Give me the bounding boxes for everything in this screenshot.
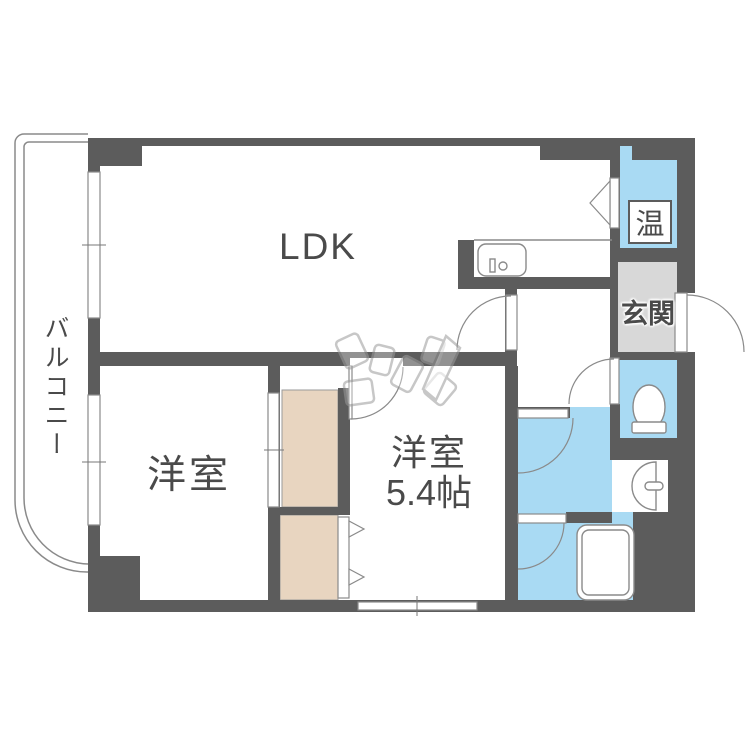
wall-top (88, 138, 695, 146)
bedroom1-label: 洋室 (146, 454, 231, 497)
closet-2 (279, 514, 339, 601)
watermark-logo (334, 332, 462, 407)
door-leaf (609, 177, 620, 229)
bathtub-inner (581, 529, 630, 596)
sliding-window (87, 394, 101, 526)
door-swings (350, 294, 745, 570)
wall-bath-top-a (505, 512, 518, 523)
bedroom2-size-label: 5.4帖 (385, 472, 473, 513)
door-swing-arc (686, 294, 745, 353)
door-swing-arc (517, 417, 574, 474)
washroom (517, 407, 612, 512)
door-leaf (505, 294, 518, 351)
door-leaf (348, 365, 353, 420)
sink-basin (477, 243, 527, 277)
wall-kitchen-stub (458, 240, 474, 289)
wall-entrance-bottom (610, 352, 677, 360)
wall-toilet-left (610, 404, 620, 460)
water-heater-badge: 温 (628, 200, 672, 244)
wall-pillar-bottom-left (88, 556, 140, 600)
wall-bed2-right-b (505, 418, 518, 512)
door-leaf (517, 408, 569, 419)
wall-bath-top-b (566, 512, 612, 523)
wall-bed2-right-a (505, 366, 518, 407)
folding-door-triangle (589, 179, 611, 227)
door-swing-arc (517, 522, 565, 570)
sink-faucet (489, 258, 496, 273)
window-ticks (82, 244, 418, 616)
wall-bath-right (633, 512, 677, 600)
sink-knob (498, 261, 508, 271)
door-swing-arc (456, 295, 512, 351)
bedroom-2 (350, 366, 505, 600)
folding-door-triangle (348, 568, 366, 586)
kitchen-sink-icon (477, 243, 527, 277)
door-leaf (517, 513, 567, 524)
washbasin-icon (631, 461, 664, 511)
wall-kitchen-bottom (458, 277, 612, 289)
wall-right-lower (677, 352, 695, 612)
wall-entrance-top (610, 248, 695, 262)
bedroom2-label: 洋室 (390, 432, 467, 473)
folding-door-triangle (348, 520, 366, 538)
door-swing-arc (350, 366, 404, 420)
door-swing-arc (568, 358, 615, 405)
toilet-icon (631, 384, 667, 434)
washbasin-bowl (631, 461, 657, 511)
fixtures (474, 239, 667, 601)
toilet-base (631, 421, 667, 434)
wall-bed2-right-c (505, 523, 518, 600)
wall-pillar-top-left (88, 138, 142, 166)
door-leaf (609, 357, 620, 405)
entrance-label: 玄関 (621, 299, 675, 329)
wall-ldk-bottom (88, 352, 517, 366)
balcony-inner-line (23, 141, 89, 565)
water-heater-label: 温 (635, 209, 665, 241)
hallway (517, 289, 613, 407)
balcony (14, 133, 89, 573)
balcony-label: バルコニー (41, 314, 69, 460)
bathtub-icon (576, 524, 635, 601)
ldk-label: LDK (279, 226, 357, 267)
doorway-gap (350, 358, 403, 366)
wall-top-right-a (540, 138, 620, 160)
wall-closet-right (338, 388, 350, 507)
wall-toilet-bottom (618, 438, 677, 460)
closet-folding-door (337, 516, 350, 599)
wall-basin-right (668, 460, 677, 512)
wall-right-upper (677, 146, 695, 293)
washbasin-faucet (644, 481, 664, 491)
closet-gap (282, 366, 338, 390)
wall-closet-mid (268, 507, 350, 515)
entrance-area (618, 262, 677, 352)
door-leaf (674, 292, 688, 353)
closet-1 (281, 389, 339, 508)
wall-hall-right (610, 262, 618, 358)
balcony-outer-line (14, 133, 88, 573)
